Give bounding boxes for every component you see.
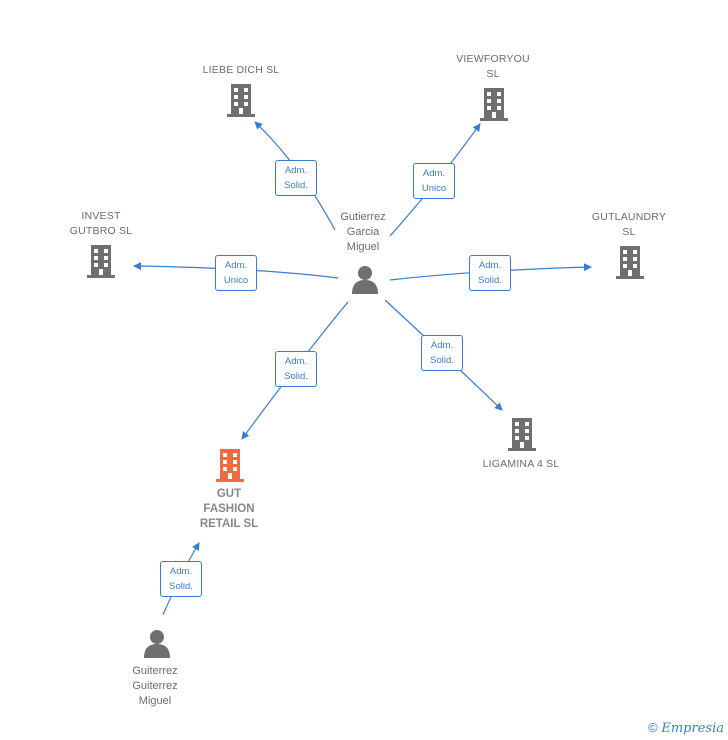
node-label-viewforyou[interactable]: VIEWFORYOU SL (456, 53, 530, 80)
role-box-liebe: Adm. Solid. (275, 160, 317, 196)
building-icon-viewforyou[interactable] (480, 88, 508, 121)
brand-logo: Empresia (661, 721, 724, 736)
building-icon-gutlaundry[interactable] (616, 246, 644, 279)
node-label-gutierrez[interactable]: Gutierrez Garcia Miguel (340, 211, 386, 253)
footer-logo: © Empresia (648, 720, 724, 736)
role-box-gut: Adm. Solid. (275, 351, 317, 387)
role-box-guiterrez: Adm. Solid. (160, 561, 202, 597)
role-box-invest: Adm. Unico (215, 255, 257, 291)
building-icon-gut[interactable] (216, 449, 244, 482)
node-label-invest[interactable]: INVEST GUTBRO SL (69, 210, 133, 237)
role-box-ligamina: Adm. Solid. (421, 335, 463, 371)
person-icon-gutierrez[interactable] (352, 266, 378, 294)
node-label-gut[interactable]: GUT FASHION RETAIL SL (199, 488, 259, 530)
building-icon-liebe[interactable] (227, 84, 255, 117)
node-label-ligamina[interactable]: LIGAMINA 4 SL (482, 458, 560, 470)
role-box-viewforyou: Adm. Unico (413, 163, 455, 199)
building-icon-ligamina[interactable] (508, 418, 536, 451)
node-label-liebe[interactable]: LIEBE DICH SL (202, 64, 280, 76)
building-icon-invest[interactable] (87, 245, 115, 278)
role-box-gutlaundry: Adm. Solid. (469, 255, 511, 291)
person-icon-guiterrez[interactable] (144, 630, 170, 658)
node-label-guiterrez[interactable]: Guiterrez Guiterrez Miguel (132, 665, 178, 707)
copyright-icon: © (648, 720, 658, 735)
node-label-gutlaundry[interactable]: GUTLAUNDRY SL (591, 211, 667, 238)
